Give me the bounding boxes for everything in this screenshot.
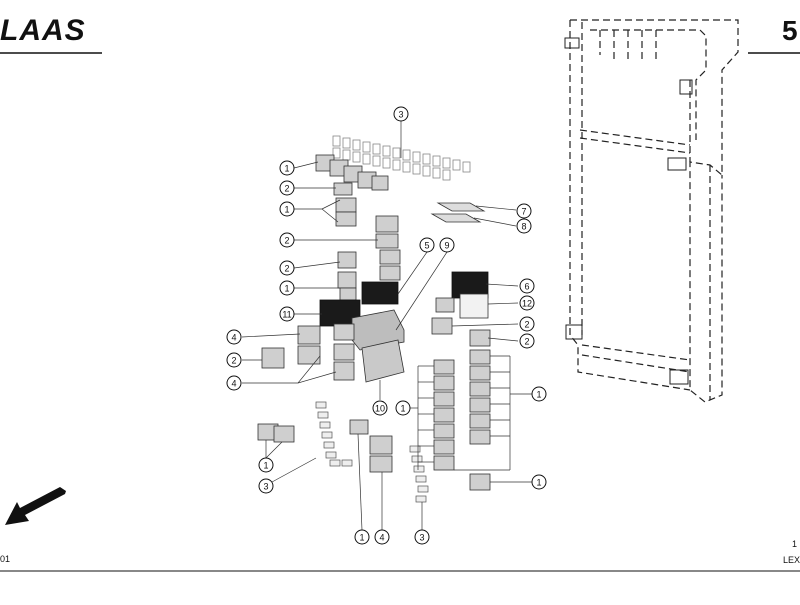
callout-circle [354,529,370,545]
callout-label: 1 [536,390,541,400]
callout-label: 5 [424,241,429,251]
callout-circle [519,278,535,294]
footer-right-top: 1 [792,539,797,549]
callout-label: 10 [375,404,385,414]
callout-label: 3 [398,110,403,120]
callout-circle [439,237,455,253]
leader-lines [241,120,532,531]
callout-circle [374,529,390,545]
callout-label: 2 [231,356,236,366]
callout-circle [393,106,409,122]
callout-label: 4 [379,533,384,543]
callout-circle [531,386,547,402]
callout-label: 1 [263,461,268,471]
callout-label: 1 [284,205,289,215]
callout-label: 1 [284,164,289,174]
relays-left [261,323,355,381]
callout-circle [516,218,532,234]
direction-arrow-icon [5,487,66,525]
large-modules [351,309,405,383]
callout-circle [279,180,295,196]
fuse-strip-top [332,135,471,181]
callout-label: 4 [231,333,236,343]
callout-label: 2 [284,264,289,274]
callout-label: 1 [400,404,405,414]
callout-label: 2 [524,320,529,330]
footer-right-bottom: LEX [783,555,800,565]
callout-circle [414,529,430,545]
callout-circle [279,260,295,276]
panel-clips [564,37,693,385]
callout-label: 11 [282,310,291,320]
callout-circle [279,232,295,248]
callout-circle [372,400,388,416]
fuse-cards [430,202,486,223]
callout-label: 1 [284,284,289,294]
relay-stack-center [337,215,401,301]
callout-label: 4 [231,379,236,389]
relay-columns-right [431,297,491,491]
callout-circle [395,400,411,416]
dashed-panel-outline [569,19,739,403]
callout-circle [279,201,295,217]
claas-logo: LAAS [0,14,86,47]
callout-circle [519,333,535,349]
callout-label: 9 [444,241,449,251]
callout-label: 12 [522,299,532,309]
small-fuse-stacks [315,401,429,503]
callout-label: 7 [521,207,526,217]
callout-circle [279,306,295,322]
callout-label: 1 [359,533,364,543]
relays-bottom-left [257,419,393,473]
callout-label: 6 [524,282,529,292]
callout-circle [519,295,535,311]
callout-circle [258,478,274,494]
page-number: 5 [782,15,798,46]
relay-group-top [315,154,389,227]
callout-circle [531,474,547,490]
module-12 [459,293,489,319]
callout-circle [226,352,242,368]
callout-circle [226,375,242,391]
callout-label: 8 [521,222,526,232]
footer-left-text: 01 [0,554,10,564]
callout-circle [419,237,435,253]
callout-label: 3 [263,482,268,492]
callout-label: 2 [524,337,529,347]
callout-label: 3 [419,533,424,543]
callout-label: 2 [284,236,289,246]
callout-circle [258,457,274,473]
callout-label: 2 [284,184,289,194]
callout-circle [226,329,242,345]
callout-circle [519,316,535,332]
callout-label: 1 [536,478,541,488]
callout-circle [279,280,295,296]
callout-circle [279,160,295,176]
callout-circle [516,203,532,219]
